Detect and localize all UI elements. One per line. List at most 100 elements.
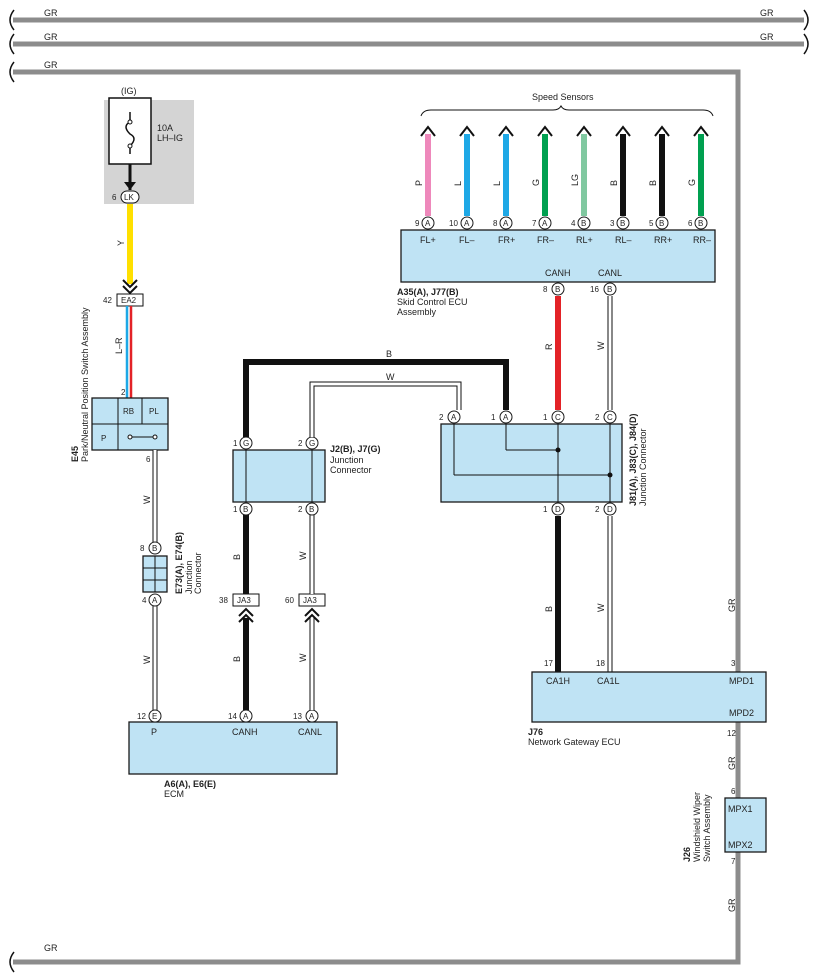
wire-white-core [310, 382, 461, 437]
gr-bus-lines [9, 9, 809, 973]
connector-lk [120, 190, 140, 204]
j2-name2: Connector [330, 465, 372, 475]
sensor-arrow [498, 125, 514, 137]
sensor-wire-label: B [609, 180, 619, 186]
ja3-pin: 60 [285, 596, 294, 605]
pin-circle [603, 410, 617, 424]
j2-id: J2(B), J7(G) [330, 444, 381, 454]
wiper-switch-box [724, 797, 767, 853]
skid-canl: CANL [598, 268, 622, 278]
sensor-wire-label: L [492, 181, 502, 186]
gw-pin: 3 [731, 659, 736, 668]
pin-42: 42 [103, 296, 112, 305]
wiper-pin: 7 [731, 857, 736, 866]
skid-name1: Skid Control ECU [397, 297, 468, 307]
speed-sensor-bracket [420, 104, 714, 117]
e73-name1: Junction [184, 560, 194, 594]
wire-white-top [309, 381, 462, 437]
pin-circle [148, 709, 162, 723]
connector-arrow [122, 279, 138, 295]
sensor-wire-label: LG [570, 174, 580, 186]
sensor-conn: B [659, 219, 664, 228]
j81-junction-box [440, 423, 623, 503]
j81-conn: D [555, 505, 561, 514]
sensor-wire-label: G [531, 179, 541, 186]
gw-mpd2: MPD2 [729, 708, 754, 718]
pin-circle [305, 502, 319, 516]
sensor-arrow [693, 125, 709, 137]
gw-id: J76 [528, 727, 543, 737]
connector-lk-label: LK [124, 193, 134, 202]
park-switch-name: Park/Neutral Position Switch Assembly [80, 307, 90, 462]
pin-2: 2 [121, 388, 126, 397]
gateway-box [531, 671, 767, 723]
pin-circle [616, 216, 630, 230]
wire-label-gr: GR [727, 598, 737, 612]
j81-id: J81(A), J83(C), J84(D) [628, 413, 638, 506]
pin-circle [239, 502, 253, 516]
speed-sensor-group: PA9FL+LA10FL–LA8FR+GA7FR–LGB4RL+BB3RL–BB… [414, 125, 711, 245]
skid-canh-pin: 8 [543, 285, 548, 294]
bus-label: GR [44, 32, 58, 42]
j2-pin: 1 [233, 505, 238, 514]
j2-conn: G [243, 439, 249, 448]
sensor-conn: B [581, 219, 586, 228]
sensor-pin: 3 [610, 219, 615, 228]
pin-circle [694, 216, 708, 230]
pin-circle [460, 216, 474, 230]
j81-name: Junction Connector [638, 428, 648, 506]
sensor-conn: B [620, 219, 625, 228]
sensor-pin: 8 [493, 219, 498, 228]
pin-6: 6 [146, 455, 151, 464]
bus-label: GR [44, 8, 58, 18]
pin-circle [551, 410, 565, 424]
sensor-arrow [576, 125, 592, 137]
fuse-rating: 10A [157, 123, 173, 133]
j81-pin: 1 [543, 413, 548, 422]
fuse-pin: 6 [112, 193, 117, 202]
ecm-pin: 14 [228, 712, 237, 721]
sensor-arrow [654, 125, 670, 137]
gw-ca1h: CA1H [546, 676, 570, 686]
wire-label-b: B [232, 554, 242, 560]
gw-mpd1: MPD1 [729, 676, 754, 686]
sensor-label: FR+ [498, 235, 515, 245]
sensor-arrow [615, 125, 631, 137]
sensor-wire-label: B [648, 180, 658, 186]
ja3-pin: 38 [219, 596, 228, 605]
wire-label-b: B [386, 349, 392, 359]
pin-circle [551, 502, 565, 516]
wire-label-r: R [544, 343, 554, 350]
j81-pin: 1 [543, 505, 548, 514]
wire-label-gr: GR [727, 898, 737, 912]
j81-pin: 2 [595, 505, 600, 514]
wire-label-gr: GR [727, 756, 737, 770]
fuse-block [104, 97, 194, 204]
wire-label-w: W [298, 653, 308, 662]
sensor-label: RL+ [576, 235, 593, 245]
ecm-label-canl: CANL [298, 727, 322, 737]
j81-conn: A [451, 413, 457, 422]
e73-pin-bot: 4 [142, 596, 147, 605]
sensor-label: RR– [693, 235, 711, 245]
wire-label-l-r: L–R [114, 337, 124, 354]
sensor-wire-label: L [453, 181, 463, 186]
pin-circle [148, 593, 162, 607]
gw-pin: 12 [727, 729, 736, 738]
e73-id: E73(A), E74(B) [174, 532, 184, 594]
skid-canl-conn: B [607, 285, 612, 294]
j2-conn: B [309, 505, 314, 514]
gw-pin: 17 [544, 659, 553, 668]
sensor-pin: 5 [649, 219, 654, 228]
wire-label-w: W [596, 341, 606, 350]
j2-conn: B [243, 505, 248, 514]
ecm-label-p: P [151, 727, 157, 737]
bus-label: GR [44, 60, 58, 70]
wire-label-b: B [544, 606, 554, 612]
wiper-name1: Windshield Wiper [692, 792, 702, 862]
